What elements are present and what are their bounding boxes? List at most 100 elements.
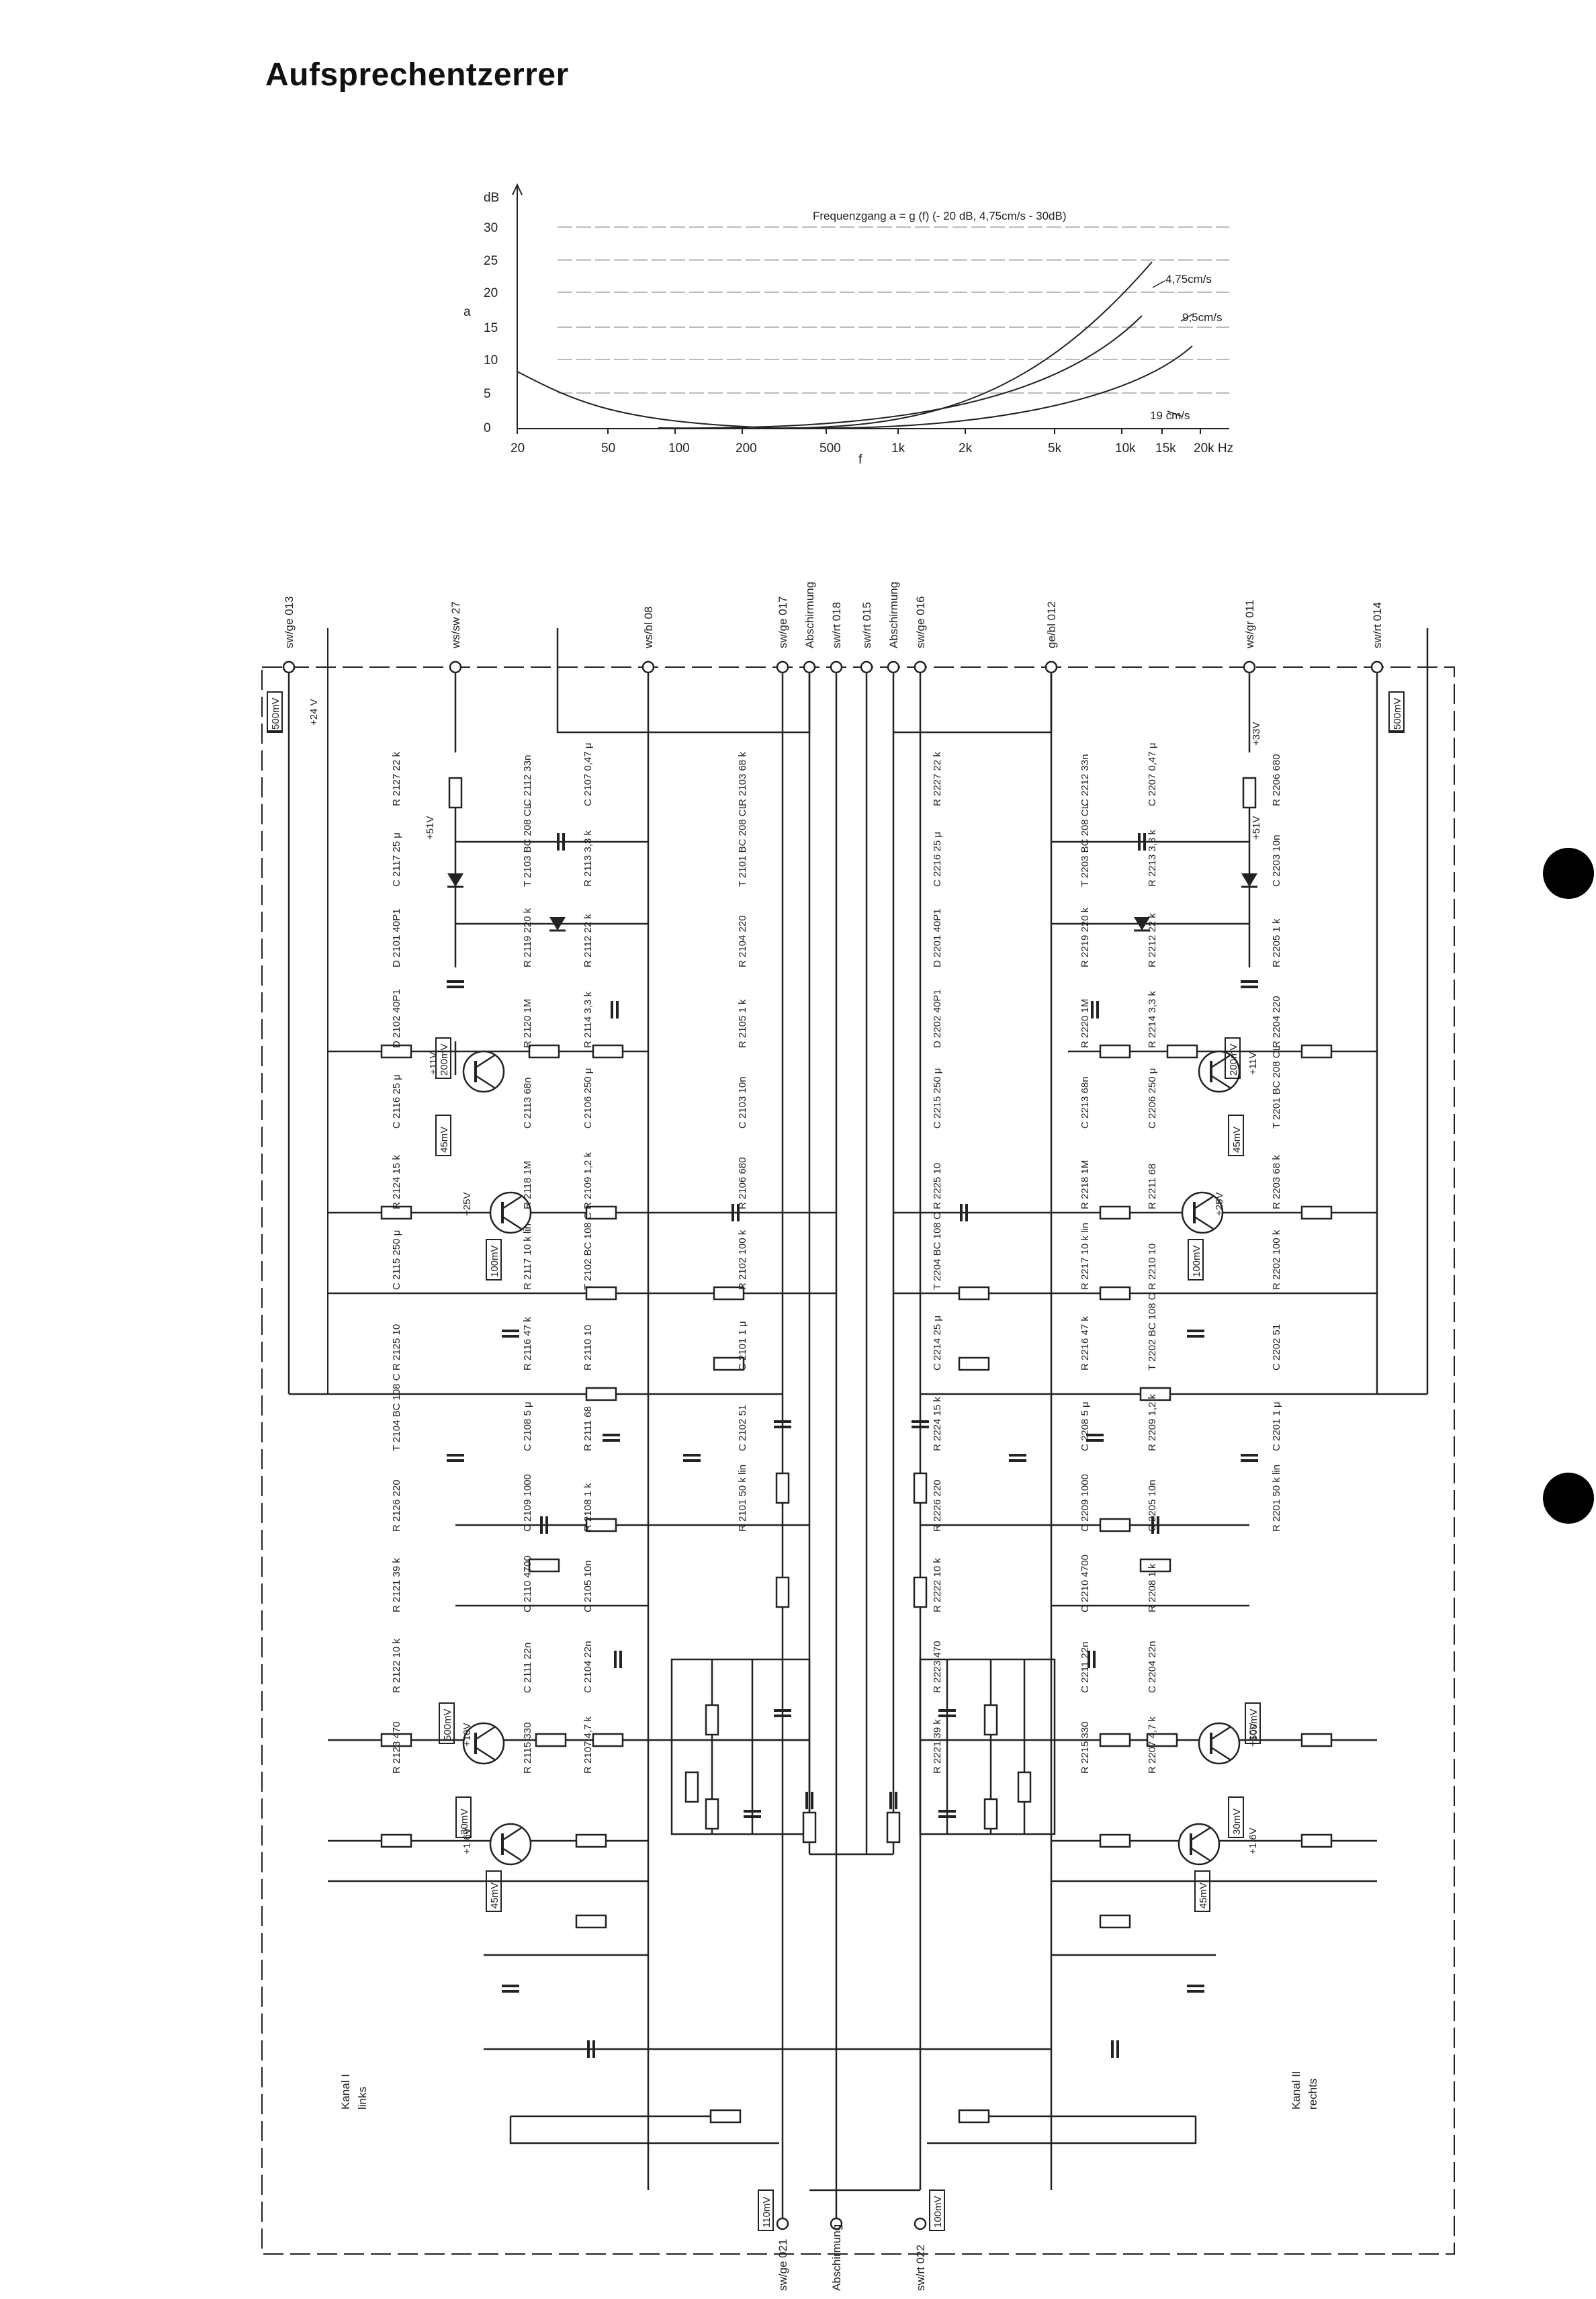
- top-terminal-label: Abschirmung: [887, 582, 900, 648]
- value-box: [1188, 1239, 1204, 1281]
- resistor-symbol: [775, 1576, 790, 1608]
- component-label: C 2108 5 μ: [522, 1401, 533, 1451]
- component-label: R 2113 3,3 k: [582, 830, 594, 887]
- transistor-collector: [475, 1054, 495, 1069]
- transistor-emitter: [1190, 1847, 1210, 1862]
- graph-y-unit: dB: [484, 191, 499, 205]
- component-label: R 2119 220 k: [522, 908, 533, 967]
- graph-y-letter: a: [463, 305, 471, 319]
- value-box: [435, 1037, 451, 1079]
- channel-left-label: Kanal I: [339, 2074, 352, 2110]
- transistor-emitter: [502, 1847, 522, 1862]
- resistor-symbol: [983, 1704, 998, 1736]
- resistor-symbol: [585, 1518, 617, 1532]
- resistor-symbol: [1099, 1733, 1131, 1747]
- component-label: C 2107 0,47 μ: [582, 742, 594, 806]
- top-terminal-label: sw/rt 018: [830, 602, 843, 648]
- supply-label: +24 V: [308, 699, 320, 726]
- boxed-value-text: 200mV: [1228, 1043, 1239, 1076]
- component-label: R 2118 1M: [522, 1161, 533, 1209]
- resistor-symbol: [380, 1044, 412, 1059]
- terminal-bottom: [776, 2217, 789, 2230]
- terminal-top: [914, 660, 927, 674]
- component-label: R 2109 1,2 k: [582, 1152, 594, 1209]
- graph-x-tick: 15k: [1155, 441, 1176, 456]
- resistor-symbol: [713, 1356, 745, 1371]
- curve-19: [805, 345, 1193, 429]
- component-label: T 2101 BC 208 CL: [737, 804, 748, 887]
- terminal-top: [449, 660, 462, 674]
- boxed-value-text: 100mV: [489, 1245, 500, 1277]
- boxed-value-text: 45mV: [1231, 1127, 1243, 1153]
- component-label: C 2110 4700: [522, 1555, 533, 1612]
- resistor-symbol: [1300, 1833, 1333, 1848]
- boxed-value-text: 500mV: [270, 697, 281, 730]
- component-label: R 2211 68: [1147, 1164, 1158, 1209]
- component-label: C 2215 250 μ: [932, 1068, 943, 1129]
- resistor-symbol: [575, 1833, 607, 1848]
- curve-label-9-5: 9,5cm/s: [1182, 311, 1223, 324]
- channel-right-sub: rechts: [1306, 2079, 1319, 2110]
- resistor-symbol: [535, 1733, 567, 1747]
- transistor-emitter: [475, 1074, 495, 1089]
- resistor-symbol: [913, 1472, 928, 1504]
- resistor-symbol: [380, 1733, 412, 1747]
- component-label: C 2206 250 μ: [1147, 1068, 1158, 1129]
- component-label: R 2112 22 k: [582, 914, 594, 967]
- curve-9-5: [658, 315, 1143, 429]
- resistor-symbol: [585, 1205, 617, 1220]
- top-terminal-label: ge/bl 012: [1045, 601, 1058, 648]
- value-box: [435, 1115, 451, 1156]
- component-label: R 2202 100 k: [1271, 1229, 1282, 1290]
- component-label: C 2213 68n: [1079, 1076, 1091, 1129]
- resistor-symbol: [1099, 1518, 1131, 1532]
- resistor-symbol: [585, 1387, 617, 1401]
- channel-left-sub: links: [356, 2087, 369, 2110]
- supply-label: +33V: [1251, 722, 1262, 746]
- component-label: R 2125 10: [391, 1324, 402, 1371]
- resistor-symbol: [528, 1044, 560, 1059]
- terminal-top: [860, 660, 873, 674]
- component-label: R 2107 4,7 k: [582, 1716, 594, 1774]
- component-label: R 2218 1M: [1079, 1160, 1091, 1209]
- top-terminal-label: ws/bl 08: [642, 607, 655, 649]
- graph-x-letter: f: [858, 453, 862, 467]
- graph-x-tick: 2k: [959, 441, 973, 456]
- component-label: R 2213 3,3 k: [1147, 829, 1158, 887]
- graph-x-tick: 20k Hz: [1194, 441, 1233, 456]
- component-label: C 2202 51: [1271, 1324, 1282, 1371]
- boxed-value-text: 100mV: [932, 2196, 944, 2228]
- top-terminal-label: sw/ge 016: [914, 597, 927, 649]
- resistor-symbol: [1139, 1387, 1171, 1401]
- component-label: R 2103 68 k: [737, 752, 748, 806]
- component-label: T 2203 BC 208 CL: [1079, 804, 1091, 887]
- component-label: R 2120 1M: [522, 999, 533, 1048]
- transistor-collector: [1194, 1195, 1214, 1210]
- boxed-value-text: 500mV: [1392, 697, 1403, 730]
- supply-label: +11V: [428, 1052, 439, 1075]
- component-label: C 2212 33n: [1079, 754, 1091, 806]
- component-label: C 2103 10n: [737, 1076, 748, 1129]
- component-label: R 2104 220: [737, 915, 748, 967]
- value-box: [1245, 1702, 1261, 1744]
- supply-label: +51V: [1251, 816, 1262, 840]
- resistor-symbol: [775, 1472, 790, 1504]
- resistor-symbol: [1099, 1286, 1131, 1301]
- component-label: D 2101 40P1: [391, 908, 402, 967]
- resistor-symbol: [1146, 1733, 1178, 1747]
- top-terminal-label: sw/rt 014: [1371, 602, 1384, 648]
- resistor-symbol: [983, 1798, 998, 1830]
- terminal-top: [1243, 660, 1256, 674]
- terminal-bottom: [830, 2217, 843, 2230]
- component-label: D 2201 40P1: [932, 908, 943, 967]
- transistor-symbol: [489, 1823, 532, 1866]
- component-label: C 2105 10n: [582, 1560, 594, 1612]
- boxed-value-text: 45mV: [1198, 1882, 1209, 1909]
- component-label: D 2102 40P1: [391, 989, 402, 1048]
- component-label: C 2207 0,47 μ: [1147, 742, 1158, 806]
- resistor-symbol: [958, 1286, 990, 1301]
- component-label: R 2220 1M: [1079, 999, 1091, 1048]
